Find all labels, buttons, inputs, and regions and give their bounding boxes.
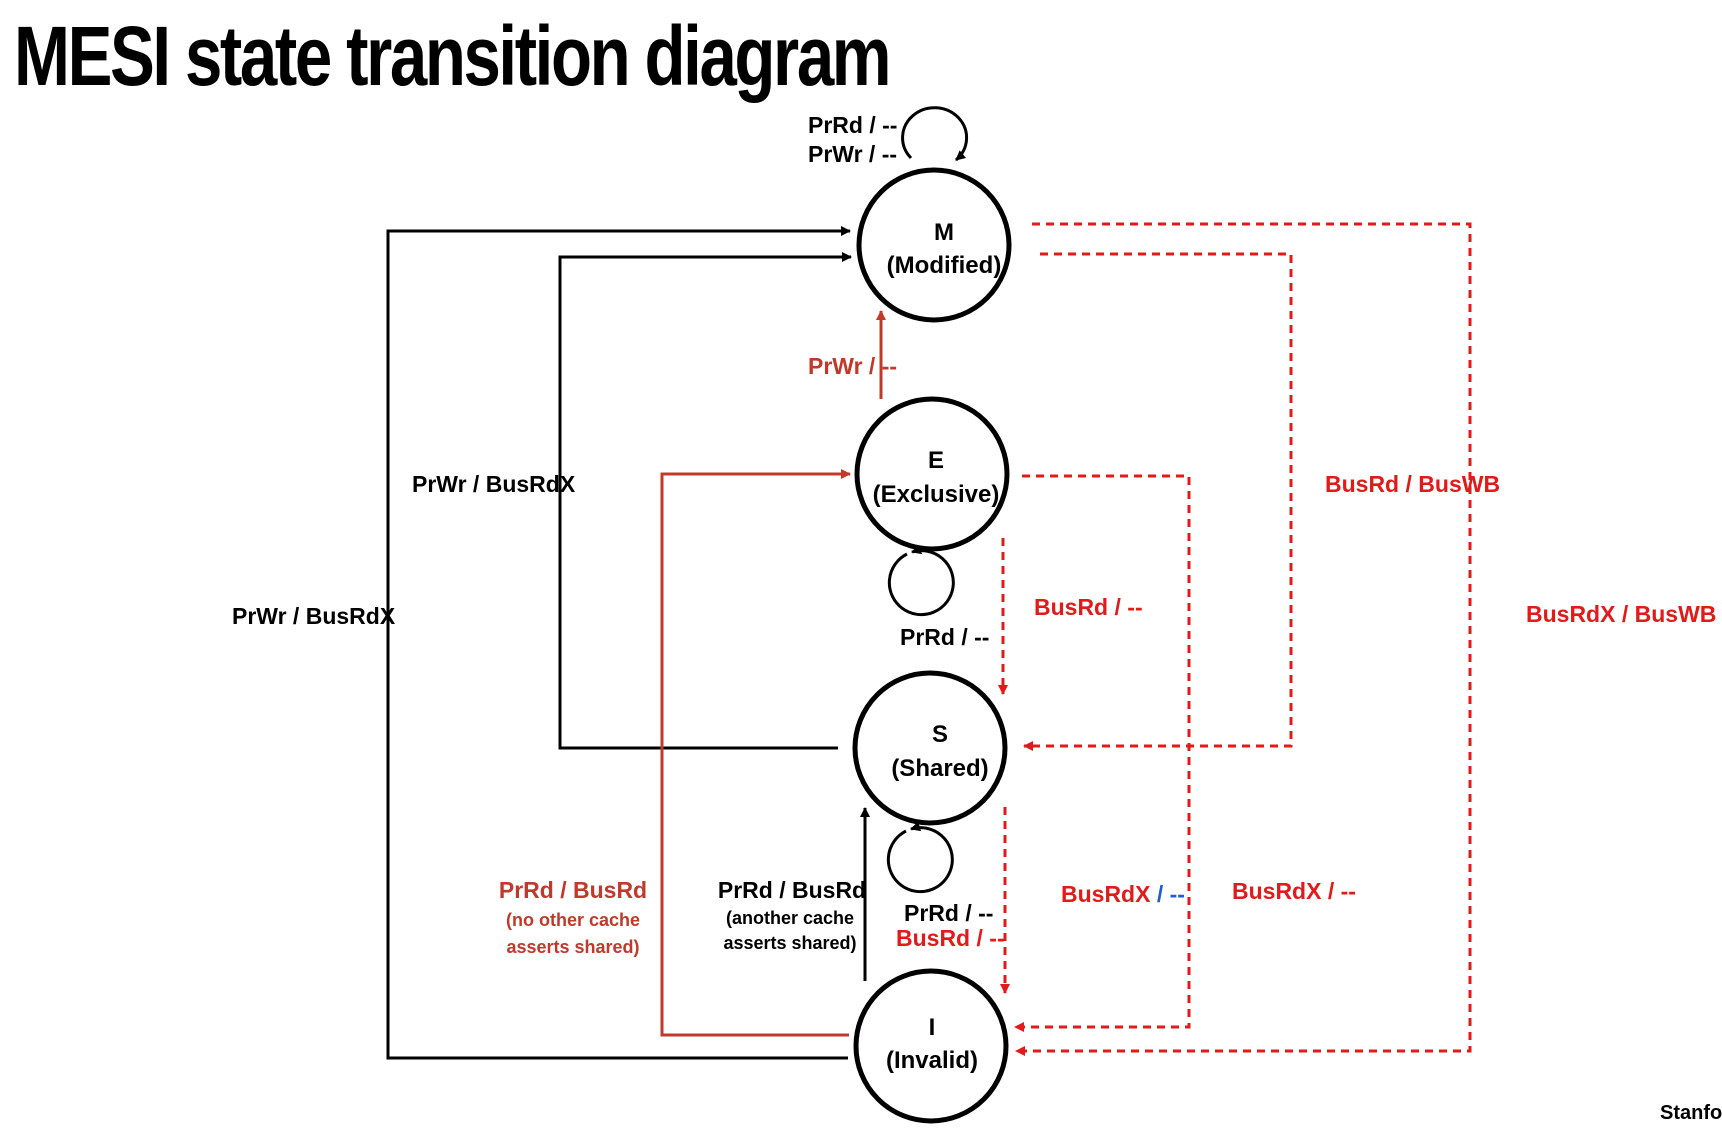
- label-i-to-s-note2: asserts shared): [723, 933, 856, 953]
- label-s-to-m: PrWr / BusRdX: [412, 471, 576, 497]
- label-m-self-rd: PrRd / --: [808, 112, 897, 138]
- label-i-to-s-note1: (another cache: [726, 908, 854, 928]
- label-m-self-wr: PrWr / --: [808, 141, 897, 167]
- label-m-to-i: BusRdX / BusWB: [1526, 601, 1716, 627]
- label-e-to-m: PrWr / --: [808, 353, 897, 379]
- label-i-to-s: PrRd / BusRd: [718, 877, 866, 903]
- label-m-to-s: BusRd / BusWB: [1325, 471, 1500, 497]
- e-self-loop: [887, 544, 955, 617]
- e-to-i-edge: [1014, 474, 1191, 1032]
- i-to-e-edge: [660, 469, 851, 1037]
- state-e: E (Exclusive): [854, 396, 1010, 552]
- m-to-s-edge: [1023, 252, 1293, 751]
- m-to-i-edge: [1015, 222, 1472, 1056]
- state-s-letter: S: [932, 721, 948, 748]
- state-s: S (Shared): [852, 670, 1008, 826]
- label-s-self-busrd: BusRd / --: [896, 925, 1005, 951]
- state-m-letter: M: [934, 219, 954, 246]
- s-to-m-edge: [558, 252, 852, 750]
- label-i-to-m: PrWr / BusRdX: [232, 603, 396, 629]
- state-i-letter: I: [929, 1014, 936, 1041]
- label-s-to-i: BusRdX / --: [1061, 881, 1185, 907]
- state-e-letter: E: [928, 447, 944, 474]
- label-s-self-rd: PrRd / --: [904, 900, 993, 926]
- label-e-to-i: BusRdX / --: [1232, 878, 1356, 904]
- label-s-to-i-prefix: BusRdX: [1061, 881, 1151, 907]
- state-m-name: (Modified): [887, 252, 1002, 279]
- label-e-self: PrRd / --: [900, 624, 989, 650]
- label-s-to-i-suffix: / --: [1150, 881, 1185, 907]
- state-i-name: (Invalid): [886, 1047, 978, 1074]
- i-to-m-edge: [386, 226, 851, 1060]
- s-self-loop: [886, 821, 954, 894]
- state-s-name: (Shared): [891, 755, 988, 782]
- label-i-to-e: PrRd / BusRd: [499, 877, 647, 903]
- m-self-loop: [901, 106, 969, 162]
- page-title: MESI state transition diagram: [14, 9, 892, 103]
- label-e-to-s: BusRd / --: [1034, 594, 1143, 620]
- state-m: M (Modified): [856, 167, 1012, 323]
- label-i-to-e-note2: asserts shared): [506, 937, 639, 957]
- state-i: I (Invalid): [853, 968, 1009, 1124]
- state-e-name: (Exclusive): [873, 481, 1000, 508]
- label-i-to-e-note1: (no other cache: [506, 910, 640, 930]
- footer-text: Stanford: [1660, 1102, 1722, 1124]
